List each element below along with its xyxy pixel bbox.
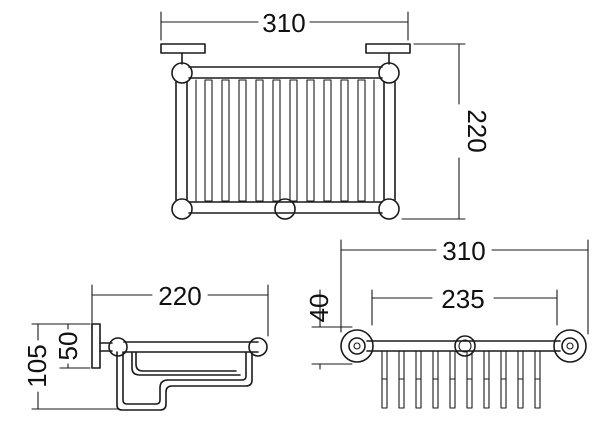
side-view-depth-dimension: 220 [91,281,269,337]
basket-wires-top-view [195,79,375,202]
front-view-left-rose [340,329,374,363]
side-view-basket [116,351,253,411]
knob-top-right [378,62,400,84]
top-view-width-label: 310 [262,8,305,38]
top-view-depth-dimension: 220 [401,43,492,220]
side-view-height-bar-dimension: 50 [53,323,91,369]
right-wall-bracket [365,43,411,54]
front-view-inner-width-label: 235 [441,284,484,314]
side-view-knob-right [248,337,268,357]
knob-bottom-center [274,198,296,220]
front-view-center-knob [454,335,476,357]
front-view-width-dimension: 310 [340,236,589,335]
top-view-depth-label: 220 [462,109,492,152]
side-view: 220 105 50 [22,281,269,411]
top-view-width-dimension: 310 [160,8,409,41]
side-view-height-bar-label: 50 [53,332,83,361]
knob-bottom-left [171,198,193,220]
front-view-width-label: 310 [442,236,485,266]
side-view-wall-plate [91,323,101,369]
front-view-right-rose [553,329,587,363]
front-view: 310 235 40 [304,236,589,409]
front-view-wires [381,350,541,409]
side-view-depth-label: 220 [158,281,201,311]
knob-top-left [171,62,193,84]
front-view-height-label: 40 [304,294,334,323]
top-view: 310 [160,8,492,220]
side-view-height-total-label: 105 [22,344,52,387]
left-wall-bracket [160,43,206,54]
basket-frame-top-view [175,66,396,214]
side-view-knob-left [108,337,128,357]
front-view-height-dimension: 40 [304,289,353,370]
knob-bottom-right [378,198,400,220]
front-view-inner-width-dimension: 235 [371,284,558,326]
